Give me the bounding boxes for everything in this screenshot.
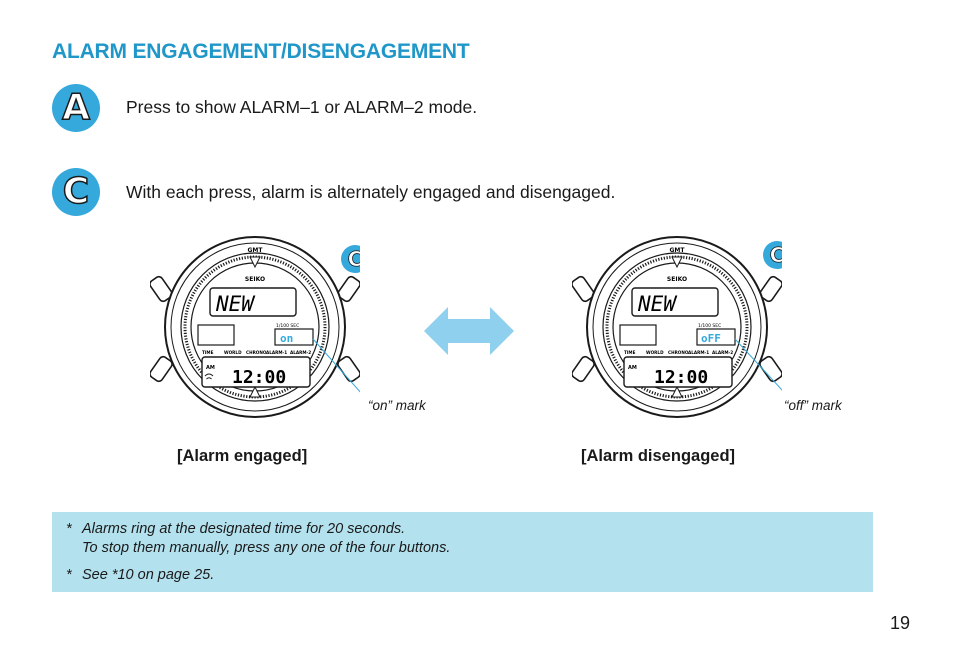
bezel-city-codes: GMT — [670, 247, 686, 254]
note-line: See *10 on page 25. — [82, 567, 215, 583]
mode-label-chrono: CHRONO — [246, 350, 267, 355]
button-c-small-badge — [763, 241, 782, 269]
double-arrow-icon — [424, 307, 514, 355]
on-mark-leader — [312, 338, 360, 393]
mode-label-alarm2: ALARM-2 — [712, 350, 733, 355]
am-indicator: AM — [206, 365, 215, 371]
time-display: 12:00 — [232, 367, 286, 388]
on-mark-label: “on” mark — [368, 398, 426, 413]
button-c-small-badge — [341, 245, 360, 273]
mode-label-time: TIME — [202, 350, 214, 355]
button-c-small-letter: C — [348, 247, 360, 271]
sub-label: 1/100 SEC — [698, 323, 721, 329]
note-line: Alarms ring at the designated time for 2… — [82, 521, 406, 537]
page-number: 19 — [890, 613, 911, 633]
mode-label-chrono: CHRONO — [668, 350, 689, 355]
mode-label-time: TIME — [624, 350, 636, 355]
mode-label-world: WORLD — [224, 350, 242, 355]
caption-alarm-engaged: [Alarm engaged] — [177, 447, 308, 465]
bezel-city-codes: GMT — [248, 247, 264, 254]
mode-label-alarm1: ALARM-1 — [266, 350, 287, 355]
alarm-signal-icon — [204, 373, 214, 380]
notes-box: * Alarms ring at the designated time for… — [52, 512, 873, 592]
button-c-letter: C — [62, 171, 90, 212]
button-a-letter: A — [61, 87, 90, 128]
mode-label-world: WORLD — [646, 350, 664, 355]
mode-label-alarm1: ALARM-1 — [688, 350, 709, 355]
note-asterisk: * — [66, 521, 72, 537]
alarm-status-off: oFF — [701, 332, 721, 345]
caption-alarm-disengaged: [Alarm disengaged] — [581, 447, 736, 465]
step-a-text: Press to show ALARM–1 or ALARM–2 mode. — [126, 97, 478, 117]
note-item: * See *10 on page 25. — [66, 567, 214, 583]
top-display-text: NEW — [637, 292, 678, 316]
time-display: 12:00 — [654, 367, 708, 388]
top-display-text: NEW — [215, 292, 256, 316]
alarm-status-on: on — [280, 332, 293, 345]
note-asterisk: * — [66, 567, 72, 583]
step-c-text: With each press, alarm is alternately en… — [126, 182, 616, 202]
off-mark-leader — [734, 338, 782, 391]
page-title: ALARM ENGAGEMENT/DISENGAGEMENT — [52, 40, 470, 63]
note-line-continued: To stop them manually, press any one of … — [82, 540, 451, 556]
watch-engaged-illustration: GMT SEIKO NEW 1/100 SEC on TIME WORLD CH… — [150, 236, 360, 418]
sub-label: 1/100 SEC — [276, 323, 299, 329]
button-c-small-letter: C — [770, 243, 782, 267]
watch-brand: SEIKO — [245, 276, 265, 283]
button-a-badge: A — [52, 84, 100, 132]
am-indicator: AM — [628, 365, 637, 371]
watch-brand: SEIKO — [667, 276, 687, 283]
button-c-badge: C — [52, 168, 100, 216]
note-item: * Alarms ring at the designated time for… — [66, 521, 450, 556]
off-mark-label: “off” mark — [784, 398, 842, 413]
watch-disengaged-illustration: GMT SEIKO NEW 1/100 SEC oFF TIME WORLD C… — [572, 236, 782, 418]
mode-label-alarm2: ALARM-2 — [290, 350, 311, 355]
